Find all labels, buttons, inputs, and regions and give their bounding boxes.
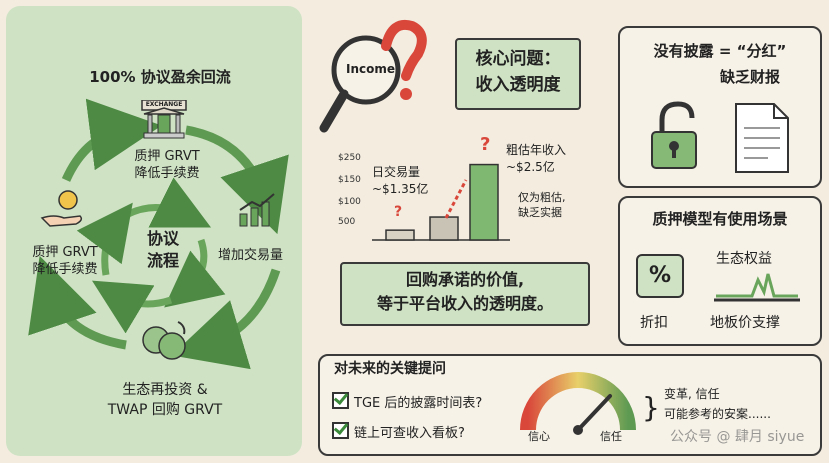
- disclosure-title-line1: 没有披露 = “分红”: [653, 42, 787, 60]
- magnifier-icon: [319, 20, 427, 133]
- gauge-left-label: 信心: [528, 430, 550, 443]
- core-question: 核心问题： 收入透明度: [455, 46, 581, 98]
- step-left-line1: 质押 GRVT: [32, 245, 98, 260]
- buyback-line1: 回购承诺的价值,: [405, 270, 525, 289]
- watermark: 公众号 @ 肆月 siyue: [670, 429, 805, 445]
- annual-revenue-annotation: 粗估年收入 ~$2.5亿: [506, 142, 566, 176]
- buyback-banner: [340, 262, 590, 326]
- caveat-line2: 缺乏实据: [518, 206, 562, 219]
- disclosure-title: 没有披露 = “分红” 缺乏财报: [618, 38, 822, 90]
- core-question-box: [455, 38, 581, 110]
- coins-icon: [140, 318, 188, 362]
- floor-label: 地板价支撑: [710, 315, 780, 331]
- discount-label: 折扣: [640, 315, 668, 331]
- question-item-2-label: 链上可查收入看板?: [354, 426, 465, 441]
- step-right: 增加交易量: [218, 248, 284, 263]
- questions-title: 对未来的关键提问: [330, 358, 450, 378]
- y-tick-label: $150: [338, 175, 361, 185]
- daily-volume-annotation: 日交易量 ~$1.35亿: [372, 164, 428, 198]
- exchange-sign: EXCHANGE: [145, 101, 183, 108]
- price-floor-icon: [714, 273, 800, 302]
- hand-coin-icon: [40, 188, 86, 228]
- question-item-1: TGE 后的披露时间表?: [332, 392, 482, 411]
- side-notes: 变革, 信任 可能参考的安案......: [664, 384, 771, 424]
- gauge-right-label: 信任: [600, 430, 622, 443]
- arrow-top-right: [185, 125, 289, 235]
- step-top-line1: 质押 GRVT: [134, 149, 200, 164]
- core-question-line1: 核心问题：: [475, 49, 561, 69]
- arrow-bottom-right: [171, 268, 281, 370]
- ecosystem-label: 生态权益: [716, 251, 772, 267]
- buyback-line2: 等于平台收入的透明度。: [376, 294, 553, 313]
- revenue-chart: $250 $150 $100 500: [338, 153, 510, 241]
- arrow-top-left: [61, 98, 162, 182]
- unlocked-padlock-icon: [651, 101, 697, 169]
- annual-revenue-value: ~$2.5亿: [506, 160, 555, 174]
- staking-title: 质押模型有使用场景: [652, 210, 788, 228]
- curly-brace: }: [642, 391, 660, 424]
- step-bottom: 生态再投资 & TWAP 回购 GRVT: [70, 380, 260, 420]
- discount-percent-icon: %: [636, 254, 684, 298]
- center-label-line1: 协议: [146, 229, 179, 248]
- caveat-note: 仅为粗估, 缺乏实据: [518, 190, 566, 220]
- exchange-building-icon: [140, 99, 188, 140]
- y-tick-label: $100: [338, 197, 361, 207]
- question-mark-small-icon: ?: [394, 204, 403, 220]
- question-item-2: 链上可查收入看板?: [332, 422, 465, 441]
- document-icon: [735, 103, 789, 173]
- step-top-line2: 降低手续费: [134, 166, 200, 181]
- checkbox-checked-icon: [332, 392, 349, 409]
- y-tick-label: $250: [338, 153, 361, 163]
- caveat-line1: 仅为粗估,: [518, 191, 566, 204]
- annual-revenue-label: 粗估年收入: [506, 143, 567, 157]
- core-question-line2: 收入透明度: [475, 75, 561, 95]
- cycle-title: 100% 协议盈余回流: [89, 68, 231, 86]
- center-label: 协议 流程: [128, 228, 198, 272]
- step-left-line2: 降低手续费: [32, 262, 98, 277]
- bar: [469, 163, 499, 241]
- daily-volume-label: 日交易量: [372, 165, 421, 179]
- growth-chart-icon: [238, 192, 278, 228]
- confidence-gauge: [520, 372, 636, 435]
- question-item-1-label: TGE 后的披露时间表?: [354, 396, 483, 411]
- question-mark-icon: ?: [480, 134, 491, 155]
- daily-volume-value: ~$1.35亿: [372, 182, 429, 196]
- step-left: 质押 GRVT 降低手续费: [10, 244, 120, 278]
- checkbox-checked-icon: [332, 422, 349, 439]
- buyback-statement: 回购承诺的价值, 等于平台收入的透明度。: [340, 268, 590, 316]
- center-label-line2: 流程: [146, 251, 179, 270]
- income-label: Income: [346, 62, 396, 76]
- disclosure-title-line2: 缺乏财报: [719, 68, 780, 86]
- side-note-2: 可能参考的安案......: [664, 407, 771, 421]
- step-bottom-line1: 生态再投资 &: [122, 382, 208, 398]
- growth-arrow: [444, 179, 468, 219]
- cycle-arrows: [28, 98, 289, 370]
- arrow-bottom-left: [28, 255, 127, 350]
- step-top: 质押 GRVT 降低手续费: [112, 148, 222, 182]
- y-tick-label: 500: [338, 217, 355, 227]
- bar: [385, 229, 415, 241]
- side-note-1: 变革, 信任: [664, 387, 720, 401]
- bar: [429, 216, 459, 241]
- step-bottom-line2: TWAP 回购 GRVT: [107, 402, 223, 418]
